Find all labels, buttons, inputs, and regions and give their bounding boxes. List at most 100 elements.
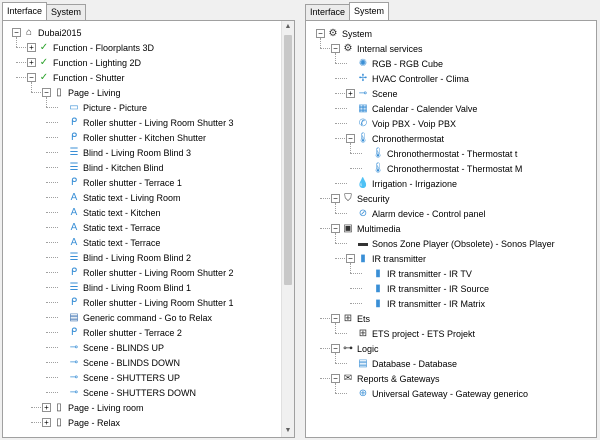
irrigation-icon: 💧 <box>356 178 370 189</box>
tree-item[interactable]: ⚙System <box>327 26 373 41</box>
tree-item[interactable]: ▯Page - Relax <box>53 415 120 430</box>
tree-item[interactable]: ⊘Alarm device - Control panel <box>357 206 486 221</box>
tree-item[interactable]: ⊸Scene <box>357 86 398 101</box>
tree-connector <box>350 263 351 273</box>
collapse-icon[interactable]: − <box>331 194 340 203</box>
page-icon: ▯ <box>56 402 62 413</box>
vertical-scrollbar[interactable]: ▲ ▼ <box>281 21 294 437</box>
tree-item[interactable]: ⌂Dubai2015 <box>23 25 82 40</box>
tree-item[interactable]: ☰Blind - Living Room Blind 1 <box>68 280 192 295</box>
tree-item[interactable]: ⊸Scene - SHUTTERS UP <box>68 370 180 385</box>
tree-item[interactable]: ⊞Ets <box>342 311 370 326</box>
collapse-icon[interactable]: − <box>316 29 325 38</box>
tree-item[interactable]: ▤Database - Database <box>357 356 457 371</box>
tab-system[interactable]: System <box>349 2 390 20</box>
tree-item-label: Blind - Living Room Blind 3 <box>83 147 192 158</box>
tree-connector <box>46 317 58 318</box>
expand-icon[interactable]: + <box>346 89 355 98</box>
collapse-icon[interactable]: − <box>12 28 21 37</box>
tree-item[interactable]: ☰Blind - Kitchen Blind <box>68 160 164 175</box>
system-tree[interactable]: −⚙System−⚙Internal services✺RGB - RGB Cu… <box>306 21 596 437</box>
tree-item-label: Blind - Kitchen Blind <box>83 162 164 173</box>
tree-item[interactable]: ▯Page - Living <box>53 85 120 100</box>
tree-item[interactable]: ☰Blind - Living Room Blind 3 <box>68 145 192 160</box>
tree-connector <box>46 107 58 108</box>
tree-item[interactable]: ⊕Universal Gateway - Gateway generico <box>357 386 528 401</box>
tree-item[interactable]: ✆Voip PBX - Voip PBX <box>357 116 456 131</box>
tree-connector <box>335 63 347 64</box>
collapse-icon[interactable]: − <box>331 224 340 233</box>
tree-item[interactable]: ▣Multimedia <box>342 221 401 236</box>
tree-item[interactable]: ✓Function - Shutter <box>38 70 125 85</box>
tree-item[interactable]: ▭Picture - Picture <box>68 100 147 115</box>
tab-interface[interactable]: Interface <box>2 2 48 20</box>
remote-icon: ▮ <box>360 253 366 264</box>
tree-item[interactable]: ▮IR transmitter - IR Matrix <box>372 296 485 311</box>
collapse-icon[interactable]: − <box>27 73 36 82</box>
tree-connector <box>46 257 58 258</box>
tree-item[interactable]: ▯Page - Living room <box>53 400 143 415</box>
tree-item[interactable]: 🌡Chronothermostat - Thermostat t <box>372 146 518 161</box>
tree-item[interactable]: ✓Function - Lighting 2D <box>38 55 141 70</box>
scene-icon: ⊸ <box>69 357 79 368</box>
tab-interface[interactable]: Interface <box>305 4 351 20</box>
tree-item[interactable]: ✉Reports & Gateways <box>342 371 440 386</box>
collapse-icon[interactable]: − <box>346 134 355 143</box>
collapse-icon[interactable]: − <box>42 88 51 97</box>
collapse-icon[interactable]: − <box>346 254 355 263</box>
tree-item[interactable]: ⊸Scene - BLINDS DOWN <box>68 355 180 370</box>
tree-item[interactable]: ✺RGB - RGB Cube <box>357 56 443 71</box>
collapse-icon[interactable]: − <box>331 44 340 53</box>
tree-item[interactable]: ⊞ETS project - ETS Projekt <box>357 326 475 341</box>
tree-item[interactable]: ▬Sonos Zone Player (Obsolete) - Sonos Pl… <box>357 236 555 251</box>
scroll-thumb[interactable] <box>284 35 292 285</box>
tree-item[interactable]: 🌡Chronothermostat <box>357 131 444 146</box>
expand-icon[interactable]: + <box>27 58 36 67</box>
expand-icon[interactable]: + <box>42 403 51 412</box>
tree-item[interactable]: ⊶Logic <box>342 341 379 356</box>
tree-item-label: Reports & Gateways <box>357 373 440 384</box>
tree-item-label: Chronothermostat - Thermostat M <box>387 163 523 174</box>
tree-item[interactable]: ▦Calendar - Calender Valve <box>357 101 477 116</box>
tree-item[interactable]: ⊸Scene - BLINDS UP <box>68 340 164 355</box>
tree-item[interactable]: ✓Function - Floorplants 3D <box>38 40 154 55</box>
tree-item[interactable]: ▮IR transmitter - IR TV <box>372 266 472 281</box>
tree-item[interactable]: ▤Generic command - Go to Relax <box>68 310 212 325</box>
tree-item[interactable]: ⊸Scene - SHUTTERS DOWN <box>68 385 196 400</box>
collapse-icon[interactable]: − <box>331 374 340 383</box>
tree-item[interactable]: ▮IR transmitter <box>357 251 426 266</box>
tree-item-label: Internal services <box>357 43 423 54</box>
collapse-icon[interactable]: − <box>331 344 340 353</box>
tree-item[interactable]: ⛉Security <box>342 191 389 206</box>
tree-item[interactable]: ✢HVAC Controller - Clima <box>357 71 469 86</box>
interface-tree[interactable]: −⌂Dubai2015+✓Function - Floorplants 3D+✓… <box>3 21 294 437</box>
scroll-up-icon[interactable]: ▲ <box>284 23 292 30</box>
rgb-icon: ✺ <box>358 58 368 69</box>
alarm-icon: ⊘ <box>358 208 368 219</box>
tab-system[interactable]: System <box>46 4 87 20</box>
expand-icon[interactable]: + <box>27 43 36 52</box>
tree-item-label: Function - Floorplants 3D <box>53 42 155 53</box>
tree-item[interactable]: ⚙Internal services <box>342 41 423 56</box>
tree-item[interactable]: 💧Irrigation - Irrigazione <box>357 176 457 191</box>
tree-item[interactable]: ☰Blind - Living Room Blind 2 <box>68 250 192 265</box>
scene-icon: ⊸ <box>69 387 79 398</box>
tree-item[interactable]: ▮IR transmitter - IR Source <box>372 281 489 296</box>
tree-item-label: Multimedia <box>357 223 401 234</box>
scroll-down-icon[interactable]: ▼ <box>284 427 292 434</box>
sonos-icon: ▬ <box>358 238 368 249</box>
tree-item[interactable]: 🌡Chronothermostat - Thermostat M <box>372 161 523 176</box>
collapse-icon[interactable]: − <box>331 314 340 323</box>
expand-icon[interactable]: + <box>42 418 51 427</box>
tree-item-label: Static text - Kitchen <box>83 207 161 218</box>
